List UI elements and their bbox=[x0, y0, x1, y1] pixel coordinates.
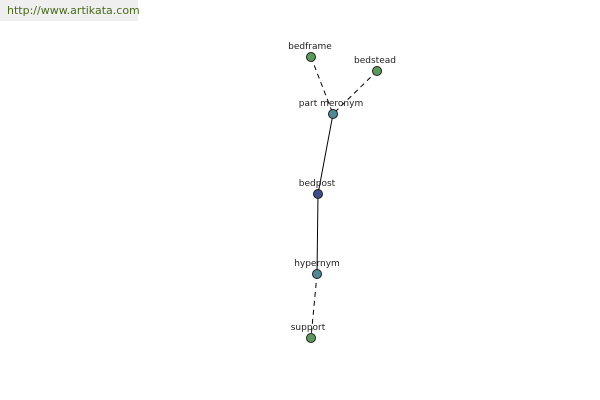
node-label: support bbox=[291, 323, 326, 333]
edge-hypernym-support bbox=[310, 273, 318, 339]
nodes-layer: bedframe bedstead part meronym bedpost hyper… bbox=[288, 42, 396, 343]
node-dot[interactable] bbox=[312, 269, 322, 279]
node-support[interactable]: support bbox=[291, 323, 326, 343]
edge-bedframe-part_meronym bbox=[310, 56, 334, 115]
node-dot[interactable] bbox=[306, 333, 316, 343]
node-part-meronym[interactable]: part meronym bbox=[299, 99, 363, 119]
site-banner: http://www.artikata.com bbox=[0, 0, 140, 21]
node-dot[interactable] bbox=[372, 66, 382, 76]
edges-layer bbox=[310, 56, 378, 339]
edge-bedpost-hypernym bbox=[316, 193, 319, 275]
node-bedpost[interactable]: bedpost bbox=[299, 179, 336, 199]
node-label: bedstead bbox=[354, 56, 396, 66]
node-label: hypernym bbox=[294, 259, 340, 269]
node-label: bedframe bbox=[288, 42, 332, 52]
node-dot[interactable] bbox=[306, 52, 316, 62]
node-label: bedpost bbox=[299, 179, 336, 189]
node-dot[interactable] bbox=[328, 109, 338, 119]
node-bedframe[interactable]: bedframe bbox=[288, 42, 332, 62]
node-label: part meronym bbox=[299, 99, 363, 109]
edge-bedstead-part_meronym bbox=[332, 70, 378, 115]
node-bedstead[interactable]: bedstead bbox=[354, 56, 396, 76]
edge-part_meronym-bedpost bbox=[317, 113, 334, 195]
node-dot[interactable] bbox=[313, 189, 323, 199]
site-url-link[interactable]: http://www.artikata.com bbox=[7, 4, 140, 17]
node-hypernym[interactable]: hypernym bbox=[294, 259, 340, 279]
